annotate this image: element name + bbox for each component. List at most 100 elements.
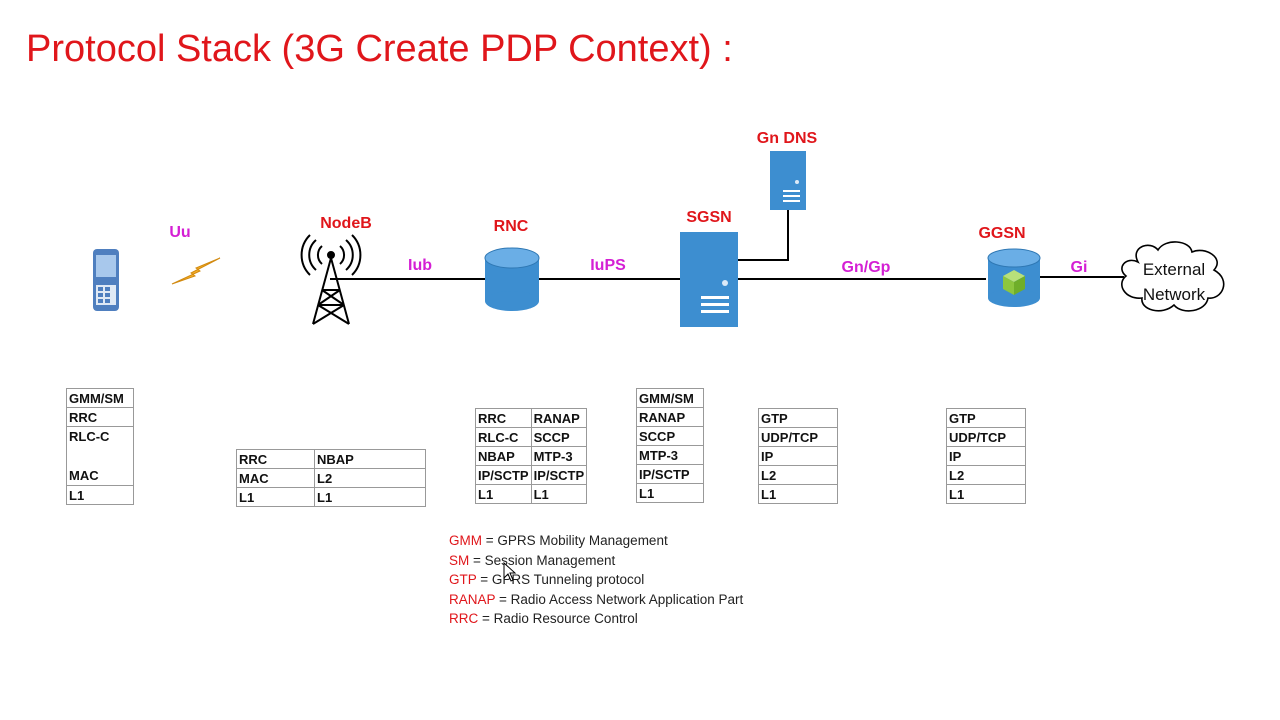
stack-layer: GMM/SM <box>636 388 704 408</box>
legend-item: RANAP = Radio Access Network Application… <box>449 590 743 610</box>
table-row: GTP <box>758 408 838 428</box>
antenna-tower-icon <box>300 234 362 325</box>
rnc-label: RNC <box>494 218 529 235</box>
stack-layer: SCCP <box>530 427 588 447</box>
table-row: IP/SCTP <box>636 464 704 484</box>
stack-layer: UDP/TCP <box>946 427 1026 447</box>
database-cube-icon <box>987 248 1041 307</box>
stack-layer: SCCP <box>636 426 704 446</box>
stack-layer: RRC <box>475 408 532 428</box>
legend-text: = Radio Access Network Application Part <box>495 591 744 607</box>
stack-layer: RRC <box>66 407 134 427</box>
stack-layer: RANAP <box>530 408 588 428</box>
legend-item: GMM = GPRS Mobility Management <box>449 531 743 551</box>
stack-layer: L1 <box>236 487 315 507</box>
table-row: L1 <box>66 485 134 505</box>
page-title: Protocol Stack (3G Create PDP Context) : <box>26 28 733 70</box>
external-network-label-line1: External <box>1143 260 1205 279</box>
stack-layer: RLC-C <box>66 426 134 446</box>
table-row: RANAP <box>636 407 704 427</box>
stack-layer: RLC-C <box>475 427 532 447</box>
stack-layer: NBAP <box>314 449 426 469</box>
stack-layer: IP/SCTP <box>530 465 588 485</box>
legend-text: = Radio Resource Control <box>478 611 638 626</box>
table-row: L2 <box>758 465 838 485</box>
stack-layer: MAC <box>236 468 315 488</box>
legend-text: = GPRS Tunneling protocol <box>476 572 645 587</box>
mobile-phone-icon <box>93 249 119 311</box>
legend-item: RRC = Radio Resource Control <box>449 609 743 629</box>
table-row: IP <box>758 446 838 466</box>
iups-label: IuPS <box>590 257 626 274</box>
lightning-bolt-icon <box>171 257 221 285</box>
stack-layer: GMM/SM <box>66 388 134 408</box>
legend-abbr: GMM <box>449 533 482 548</box>
external-network-label-line2: Network <box>1143 285 1206 304</box>
stack-layer: L1 <box>758 484 838 504</box>
gn-gp-label: Gn/Gp <box>842 259 891 276</box>
stack-layer: NBAP <box>475 446 532 466</box>
stack-layer: IP <box>946 446 1026 466</box>
table-row: L1 <box>946 484 1026 504</box>
ggsn-protocol-stack: GTP UDP/TCP IP L2 L1 <box>946 408 1026 504</box>
cloud-icon <box>1121 241 1225 312</box>
stack-layer: MTP-3 <box>530 446 588 466</box>
stack-layer: L1 <box>530 484 588 504</box>
stack-layer: L2 <box>946 465 1026 485</box>
legend-abbr: GTP <box>449 572 477 587</box>
table-row: RLC-C <box>66 426 134 446</box>
stack-layer: RRC <box>236 449 315 469</box>
table-row: SCCP <box>636 426 704 446</box>
stack-layer: MAC <box>66 445 134 486</box>
table-row: MAC <box>66 445 134 486</box>
nodeb-label: NodeB <box>320 215 372 232</box>
table-row: GMM/SM <box>636 388 704 408</box>
stack-layer: IP <box>758 446 838 466</box>
ggsn-label: GGSN <box>978 225 1025 242</box>
table-row: L1 <box>758 484 838 504</box>
sgsn-gn-protocol-stack: GTP UDP/TCP IP L2 L1 <box>758 408 838 504</box>
stack-layer: L2 <box>758 465 838 485</box>
stack-layer: L1 <box>946 484 1026 504</box>
table-row: L2 <box>946 465 1026 485</box>
database-cylinder-icon <box>484 247 540 311</box>
stack-layer: GTP <box>946 408 1026 428</box>
stack-layer: GTP <box>758 408 838 428</box>
stack-layer: UDP/TCP <box>758 427 838 447</box>
stack-layer: MTP-3 <box>636 445 704 465</box>
stack-layer: L1 <box>475 484 532 504</box>
legend-abbr: RANAP <box>449 591 496 607</box>
dns-server-icon <box>770 151 806 210</box>
table-row: MTP-3 <box>636 445 704 465</box>
uu-label: Uu <box>169 224 190 241</box>
stack-layer: L2 <box>314 468 426 488</box>
table-row: IP <box>946 446 1026 466</box>
stack-layer: IP/SCTP <box>636 464 704 484</box>
legend-abbr: SM <box>449 552 470 568</box>
stack-layer: IP/SCTP <box>475 465 532 485</box>
legend-item: SM = Session Management <box>449 551 743 571</box>
gi-label: Gi <box>1071 259 1088 276</box>
sgsn-server-icon <box>680 232 738 327</box>
table-row: GMM/SM <box>66 388 134 408</box>
table-row: RRC <box>66 407 134 427</box>
table-row: GTP <box>946 408 1026 428</box>
stack-layer: L1 <box>66 485 134 505</box>
legend-abbr: RRC <box>449 611 479 626</box>
stack-layer: L1 <box>314 487 426 507</box>
table-row: UDP/TCP <box>946 427 1026 447</box>
ue-protocol-stack: GMM/SM RRC RLC-C MAC L1 <box>66 388 134 505</box>
stack-layer: L1 <box>636 483 704 503</box>
dns-link <box>738 210 789 261</box>
